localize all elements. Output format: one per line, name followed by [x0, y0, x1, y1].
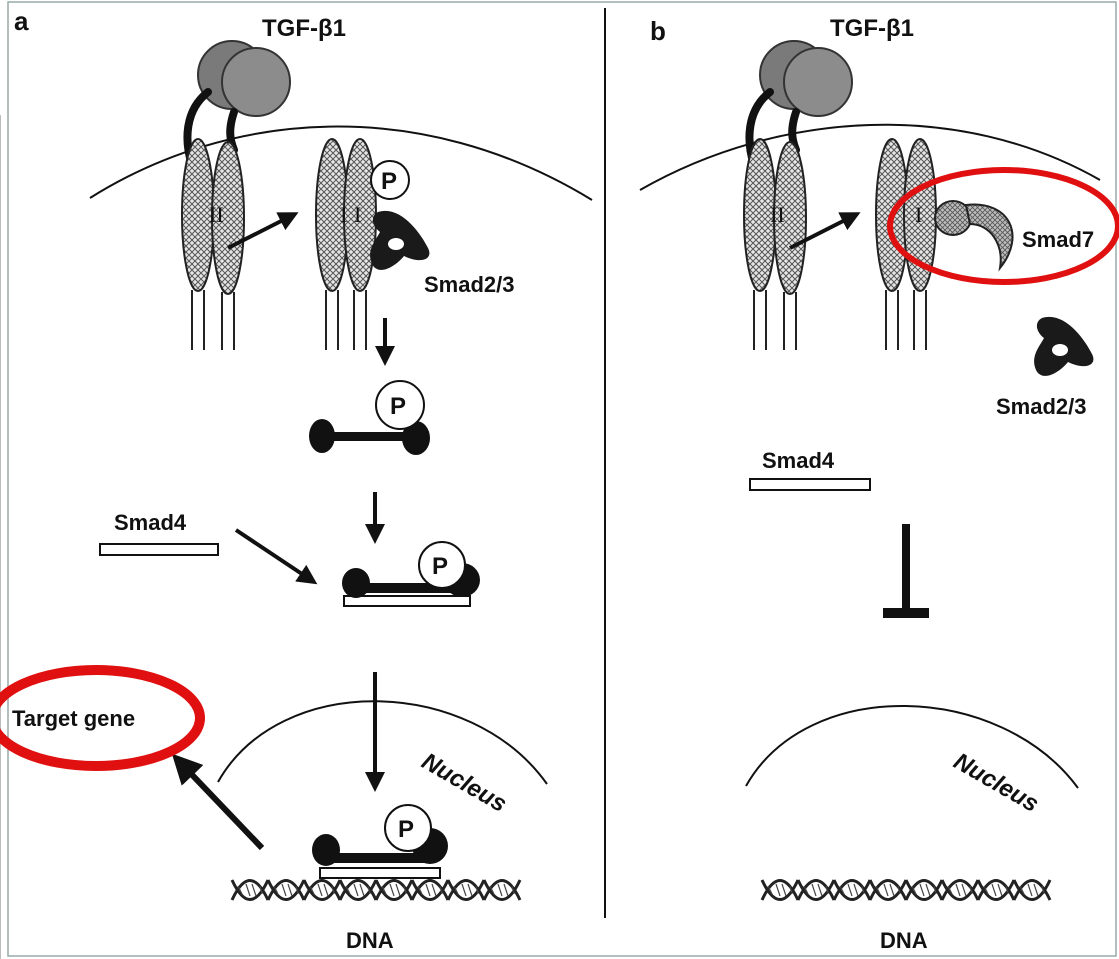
smad4-bar-b [750, 479, 870, 490]
smad4-label-b: Smad4 [762, 448, 835, 473]
smad4-label-a: Smad4 [114, 510, 187, 535]
phospho-label-dna-a: P [398, 816, 414, 843]
inhibition-symbol [883, 524, 929, 618]
ligand-dimer-b [760, 41, 852, 116]
panel-b: b TGF-β1 II I [640, 15, 1118, 953]
arrow-to-target-gene [176, 758, 262, 848]
smad4-arrow-a [236, 530, 314, 582]
dna-helix-a [232, 880, 520, 900]
receptor-i-b [876, 139, 936, 350]
dna-label-a: DNA [346, 928, 394, 953]
phospho-smad23-a [309, 381, 430, 455]
phospho-label-receptor-a: P [381, 168, 397, 195]
nuclear-envelope-b [746, 706, 1078, 788]
panel-a-letter: a [14, 6, 29, 36]
cell-membrane-b [640, 125, 1100, 190]
panel-a-ligand-label: TGF-β1 [262, 15, 346, 42]
dna-bound-complex-a [312, 805, 448, 878]
outer-frame [8, 2, 1116, 956]
smad-complex-a [342, 542, 480, 606]
phospho-label-complex-a: P [432, 553, 448, 580]
nucleus-label-a: Nucleus [417, 748, 511, 818]
nucleus-label-b: Nucleus [949, 748, 1043, 818]
receptor-ii-label-b: II [770, 202, 785, 227]
receptor-ii-label-a: II [209, 202, 224, 227]
receptor-i-label-b: I [915, 202, 922, 227]
nuclear-envelope-a [218, 701, 547, 784]
smad23-label-a: Smad2/3 [424, 272, 515, 297]
panel-b-ligand-label: TGF-β1 [830, 15, 914, 42]
smad4-bar-a [100, 544, 218, 555]
target-gene-label: Target gene [12, 706, 135, 731]
dna-helix-b [762, 880, 1050, 900]
smad23-label-b: Smad2/3 [996, 394, 1087, 419]
smad7-label: Smad7 [1022, 227, 1094, 252]
receptor-i-a [316, 139, 376, 350]
receptor-i-label-a1: I [340, 202, 347, 227]
panel-b-letter: b [650, 16, 666, 46]
dna-label-b: DNA [880, 928, 928, 953]
left-frame-line [0, 115, 1, 959]
ligand-dimer-a [198, 41, 290, 116]
receptor-i-label-a2: I [354, 202, 361, 227]
smad7-shape [935, 201, 1013, 268]
panel-a: a TGF-β1 II I [0, 6, 592, 953]
phospho-label-smad23-a: P [390, 393, 406, 420]
